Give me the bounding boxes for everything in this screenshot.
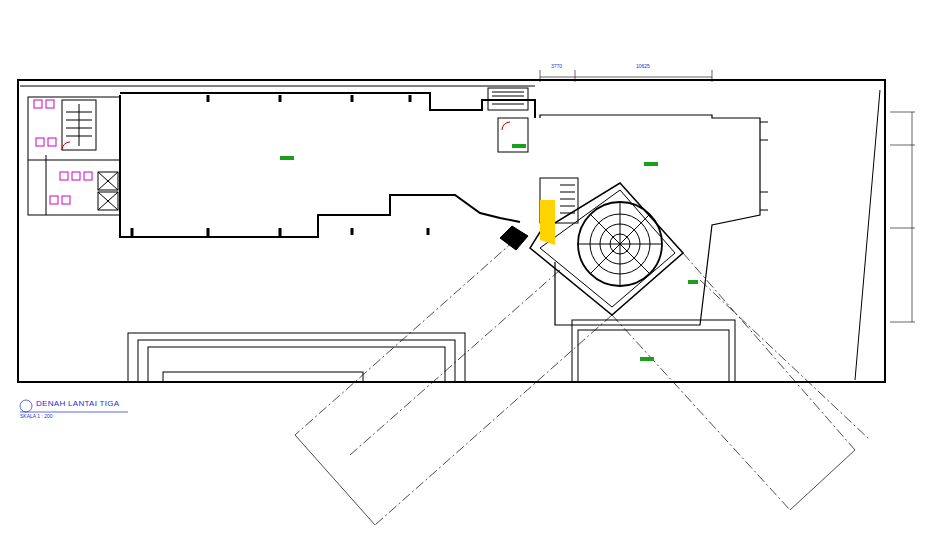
dimension-text: 10625 [636,64,650,70]
dimension-text: 3770 [551,64,562,70]
drawing-title: DENAH LANTAI TIGA [36,400,120,409]
scale-note: SKALA 1 : 200 [20,414,53,420]
